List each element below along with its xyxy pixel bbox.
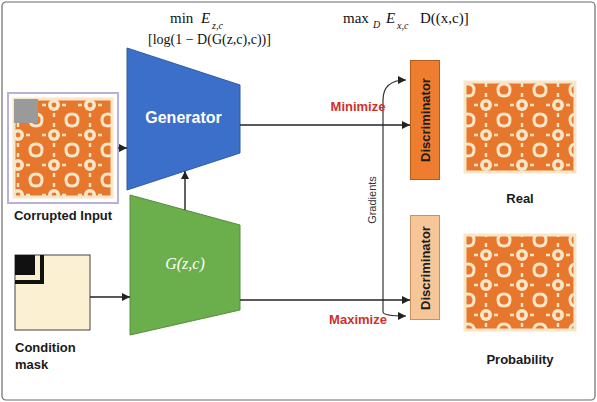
- shape-fill: [130, 195, 240, 335]
- formula-text: min: [170, 10, 193, 27]
- mask-image: [15, 255, 90, 330]
- shape-fill: [127, 48, 240, 190]
- formula-text: E: [386, 10, 395, 27]
- gradient-line: [382, 100, 383, 312]
- generator-block: Generator: [127, 48, 240, 190]
- bracket-label: Gradients: [366, 176, 378, 224]
- edge-label: Maximize: [318, 312, 398, 327]
- input-frame: [8, 93, 118, 203]
- formula-text: [log(1 − D(G(z,c),c))]: [148, 32, 271, 48]
- image-node: Probability: [465, 235, 575, 330]
- image-node: Condition mask: [15, 255, 90, 330]
- generator-block: G(z,c): [130, 195, 240, 335]
- image-caption: Probability: [445, 351, 595, 368]
- block-label: G(z,c): [130, 255, 240, 273]
- pattern-tile: [465, 235, 575, 330]
- flow-arrow: [90, 296, 130, 297]
- block-label: Generator: [127, 109, 240, 127]
- image-caption: Corrupted Input: [0, 207, 138, 224]
- formula-text: E: [201, 10, 210, 27]
- discriminator-block: Discriminator: [410, 215, 440, 320]
- image-node: Real: [465, 82, 575, 172]
- image-caption: Condition mask: [15, 339, 95, 373]
- formula-text: D: [373, 19, 380, 30]
- discriminator-block: Discriminator: [410, 60, 440, 180]
- formula-text: z,c: [212, 20, 223, 31]
- corrupted-patch: [14, 99, 38, 123]
- formula-text: x,c: [397, 20, 408, 31]
- pattern-tile: [465, 82, 575, 172]
- image-caption: Real: [445, 190, 595, 207]
- formula-text: D((x,c)]: [420, 10, 469, 27]
- flow-arrow: [240, 299, 410, 300]
- flow-arrow: [240, 124, 410, 125]
- pattern-tile: [14, 99, 112, 197]
- gradient-arrow: [383, 80, 406, 100]
- block-label: Discriminator: [418, 226, 433, 310]
- edge-label: Minimize: [318, 99, 398, 114]
- flow-arrow: [184, 171, 185, 210]
- image-node: Corrupted Input: [8, 93, 118, 203]
- flow-arrow: [118, 147, 127, 148]
- block-label: Discriminator: [418, 78, 433, 162]
- formula-text: max: [343, 10, 369, 27]
- mask-square: [15, 255, 35, 275]
- mask-outline: [15, 255, 42, 282]
